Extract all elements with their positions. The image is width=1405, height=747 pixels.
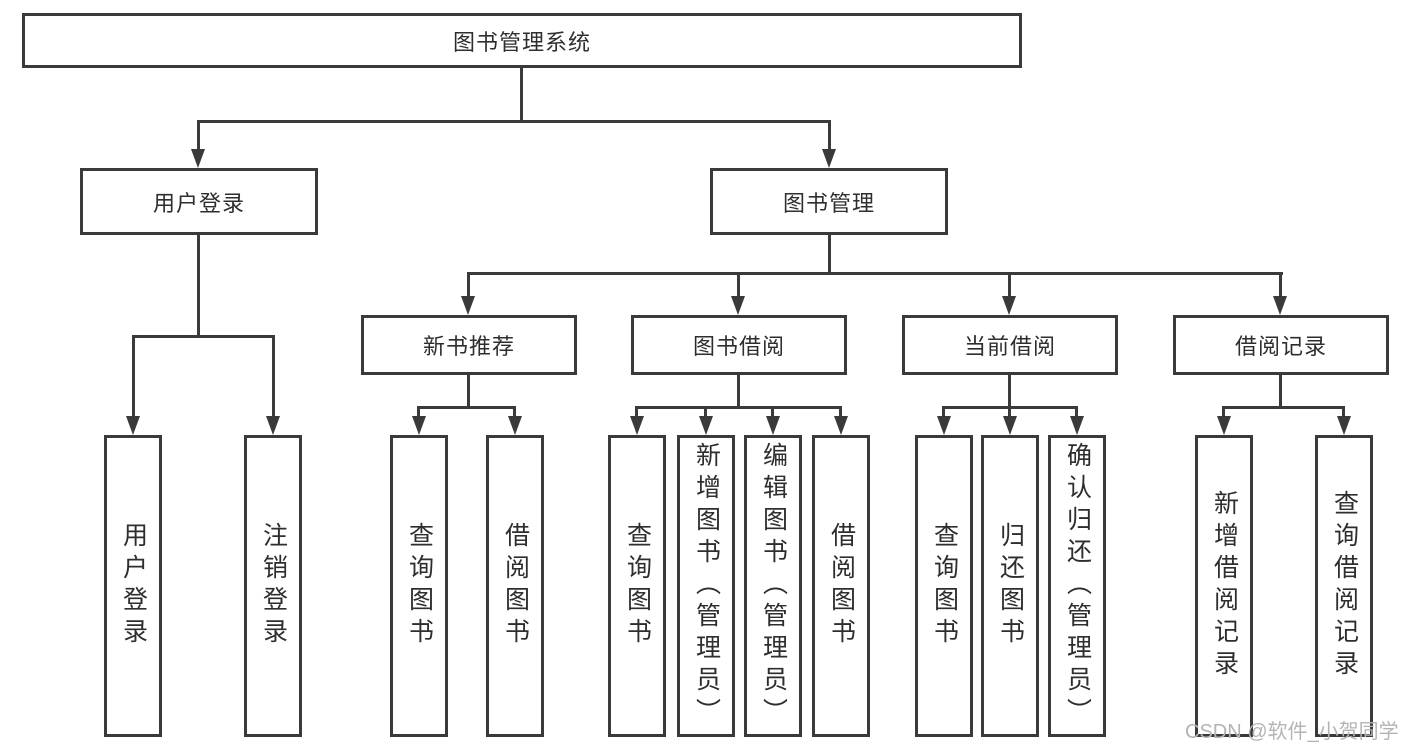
leaf-cb-return-book-label: 归还图书 — [996, 522, 1025, 650]
connector-userlogin-stem — [197, 235, 200, 335]
connector-root-stem — [520, 68, 523, 120]
leaf-user-login: 用户登录 — [104, 435, 162, 737]
leaf-bb-borrow-book-label: 借阅图书 — [827, 522, 856, 650]
leaf-br-query-record: 查询借阅记录 — [1315, 435, 1373, 737]
connector-drop-new-book — [467, 272, 470, 298]
node-user-login: 用户登录 — [80, 168, 318, 235]
leaf-cb-return-book: 归还图书 — [981, 435, 1039, 737]
leaf-bb-edit-book-admin-label: 编辑图书（管理员） — [759, 442, 788, 730]
connector-drop-cb-confirm — [1075, 406, 1078, 418]
node-current-borrow: 当前借阅 — [902, 315, 1118, 375]
connector-drop-leaf-login — [132, 335, 135, 418]
connector-newbook-stem — [467, 375, 470, 406]
arrowhead-cb-confirm — [1070, 416, 1084, 435]
node-new-book-recommend: 新书推荐 — [361, 315, 577, 375]
node-book-borrow-label: 图书借阅 — [692, 334, 785, 359]
leaf-bb-query-book-label: 查询图书 — [623, 522, 652, 650]
leaf-nb-query-book: 查询图书 — [390, 435, 448, 737]
connector-borrowrecord-stem — [1279, 375, 1282, 406]
arrowhead-bb-query — [630, 416, 644, 435]
node-root-label: 图书管理系统 — [452, 29, 591, 55]
connector-currentborrow-stem — [1008, 375, 1011, 406]
arrowhead-br-query — [1337, 416, 1351, 435]
leaf-cb-query-book-label: 查询图书 — [930, 522, 959, 650]
csdn-watermark: CSDN @软件_小贺同学 — [1185, 721, 1399, 743]
connector-drop-book-borrow — [737, 272, 740, 298]
leaf-br-query-record-label: 查询借阅记录 — [1330, 490, 1359, 682]
connector-drop-br-add — [1222, 406, 1225, 418]
connector-bookborrow-stem — [737, 375, 740, 406]
connector-borrowrecord-hline — [1222, 406, 1345, 409]
connector-bookmgmt-hline — [467, 272, 1283, 275]
arrowhead-book-borrow — [731, 296, 745, 315]
leaf-user-login-label: 用户登录 — [119, 522, 148, 650]
leaf-br-add-record: 新增借阅记录 — [1195, 435, 1253, 737]
connector-drop-bb-query — [635, 406, 638, 418]
node-book-management-label: 图书管理 — [782, 190, 875, 216]
arrowhead-bb-edit — [766, 416, 780, 435]
leaf-nb-borrow-book-label: 借阅图书 — [501, 522, 530, 650]
arrowhead-bb-add — [699, 416, 713, 435]
connector-root-hline — [197, 120, 831, 123]
node-root: 图书管理系统 — [22, 13, 1022, 68]
connector-drop-leaf-logout — [272, 335, 275, 418]
connector-drop-nb-borrow — [513, 406, 516, 418]
connector-drop-book-mgmt — [828, 120, 831, 152]
arrowhead-user-login — [191, 149, 205, 168]
arrowhead-leaf-logout — [266, 416, 280, 435]
node-book-management: 图书管理 — [710, 168, 948, 235]
arrowhead-current-borrow — [1002, 296, 1016, 315]
connector-bookborrow-hline — [635, 406, 842, 409]
node-new-book-recommend-label: 新书推荐 — [422, 334, 515, 359]
leaf-br-add-record-label: 新增借阅记录 — [1210, 490, 1239, 682]
connector-drop-bb-add — [704, 406, 707, 418]
connector-userlogin-hline — [132, 335, 275, 338]
arrowhead-leaf-login — [126, 416, 140, 435]
arrowhead-nb-query — [412, 416, 426, 435]
connector-bookmgmt-stem — [828, 235, 831, 272]
leaf-bb-add-book-admin: 新增图书（管理员） — [677, 435, 735, 737]
arrowhead-cb-return — [1003, 416, 1017, 435]
arrowhead-new-book — [461, 296, 475, 315]
arrowhead-borrow-record — [1273, 296, 1287, 315]
arrowhead-br-add — [1217, 416, 1231, 435]
leaf-bb-add-book-admin-label: 新增图书（管理员） — [692, 442, 721, 730]
leaf-logout: 注销登录 — [244, 435, 302, 737]
connector-drop-borrow-record — [1279, 272, 1282, 298]
connector-drop-bb-borrow — [839, 406, 842, 418]
leaf-logout-label: 注销登录 — [259, 522, 288, 650]
node-borrow-record: 借阅记录 — [1173, 315, 1389, 375]
leaf-nb-query-book-label: 查询图书 — [405, 522, 434, 650]
leaf-cb-confirm-return-admin: 确认归还（管理员） — [1048, 435, 1106, 737]
connector-drop-br-query — [1342, 406, 1345, 418]
connector-drop-current-borrow — [1008, 272, 1011, 298]
connector-newbook-hline — [417, 406, 516, 409]
arrowhead-nb-borrow — [508, 416, 522, 435]
leaf-cb-query-book: 查询图书 — [915, 435, 973, 737]
connector-drop-bb-edit — [771, 406, 774, 418]
node-user-login-label: 用户登录 — [152, 190, 245, 216]
connector-drop-nb-query — [417, 406, 420, 418]
arrowhead-book-mgmt — [822, 149, 836, 168]
leaf-cb-confirm-return-admin-label: 确认归还（管理员） — [1063, 442, 1092, 730]
leaf-bb-edit-book-admin: 编辑图书（管理员） — [744, 435, 802, 737]
connector-drop-cb-return — [1008, 406, 1011, 418]
arrowhead-cb-query — [937, 416, 951, 435]
connector-drop-user-login — [197, 120, 200, 152]
leaf-bb-borrow-book: 借阅图书 — [812, 435, 870, 737]
leaf-nb-borrow-book: 借阅图书 — [486, 435, 544, 737]
node-borrow-record-label: 借阅记录 — [1234, 334, 1327, 359]
arrowhead-bb-borrow — [834, 416, 848, 435]
leaf-bb-query-book: 查询图书 — [608, 435, 666, 737]
node-current-borrow-label: 当前借阅 — [963, 334, 1056, 359]
connector-drop-cb-query — [942, 406, 945, 418]
node-book-borrow: 图书借阅 — [631, 315, 847, 375]
